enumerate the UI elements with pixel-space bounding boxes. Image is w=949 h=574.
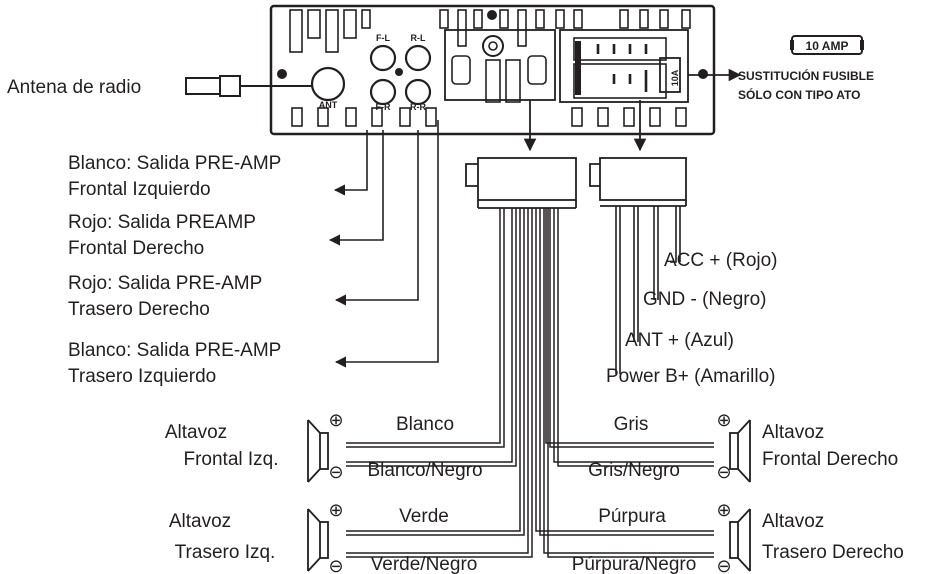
fuse-note-line1: SUSTITUCIÓN FUSIBLE [738, 68, 874, 83]
rca-output-1-line1: Blanco: Salida PRE-AMP [68, 153, 281, 174]
speaker-front-right-icon [729, 419, 751, 483]
bottom-vents [291, 107, 687, 127]
head-unit-rear-panel [269, 4, 716, 136]
speaker-rear-left-plus: ⊕ [328, 500, 343, 520]
rca-jack-rear-left [404, 44, 432, 72]
power-harness-connector [589, 157, 687, 207]
rca-output-1-line2: Frontal Izquierdo [68, 179, 211, 200]
wire-front-right-neg: Gris/Negro [588, 460, 680, 481]
speaker-rear-right-line2: Trasero Derecho [762, 542, 904, 563]
speaker-rear-right-minus: ⊖ [716, 556, 731, 574]
speaker-harness-connector [465, 157, 577, 209]
speaker-front-right-line2: Frontal Derecho [762, 449, 898, 470]
antenna-plug [185, 75, 312, 97]
antenna-label: Antena de radio [7, 77, 141, 98]
power-connector-socket [559, 29, 689, 103]
fuse [659, 57, 681, 93]
rca-output-4-line2: Trasero Izquierdo [68, 366, 216, 387]
rca-output-2-line1: Rojo: Salida PREAMP [68, 212, 256, 233]
speaker-front-left-minus: ⊖ [328, 462, 343, 482]
speaker-front-left-plus: ⊕ [328, 410, 343, 430]
wire-gnd: GND - (Negro) [643, 289, 767, 310]
label-rr: R-R [410, 102, 426, 112]
fuse-note-line2: SÓLO CON TIPO ATO [738, 87, 860, 102]
rca-output-3-line1: Rojo: Salida PRE-AMP [68, 273, 262, 294]
speaker-front-right-line1: Altavoz [762, 422, 824, 443]
wire-ant: ANT + (Azul) [625, 330, 734, 351]
wire-rear-right-pos: Púrpura [598, 506, 666, 527]
wire-rear-left-pos: Verde [399, 506, 449, 527]
speaker-front-left-line1: Altavoz [165, 422, 227, 443]
wire-front-left-neg: Blanco/Negro [367, 460, 482, 481]
speaker-rear-left-icon [307, 508, 329, 572]
speaker-front-right-plus: ⊕ [716, 410, 731, 430]
wire-front-right-pos: Gris [614, 414, 649, 435]
speaker-rear-right-line1: Altavoz [762, 511, 824, 532]
label-rl: R-L [411, 33, 426, 43]
speaker-rear-left-line1: Altavoz [169, 511, 231, 532]
antenna-jack [310, 66, 346, 102]
speaker-front-left-line2: Frontal Izq. [183, 449, 278, 470]
label-fl: F-L [376, 33, 390, 43]
top-vents [289, 9, 691, 53]
rca-jack-front-right [369, 78, 397, 106]
label-fr: F-R [376, 102, 391, 112]
power-wires [615, 206, 681, 374]
fuse-badge: 10 AMP [790, 35, 864, 55]
rca-jack-rear-right [404, 78, 432, 106]
speaker-front-left-icon [307, 419, 329, 483]
speaker-wires [346, 208, 714, 558]
wire-acc: ACC + (Rojo) [664, 250, 778, 271]
rca-output-2-line2: Frontal Derecho [68, 238, 204, 259]
speaker-rear-right-icon [729, 508, 751, 572]
rca-output-4-line1: Blanco: Salida PRE-AMP [68, 340, 281, 361]
wire-power: Power B+ (Amarillo) [606, 366, 775, 387]
label-fuse-rating: 10A [670, 69, 680, 86]
rca-output-3-line2: Trasero Derecho [68, 299, 210, 320]
wire-rear-right-neg: Púrpura/Negro [572, 554, 697, 574]
fuse-badge-text: 10 AMP [806, 39, 849, 53]
rca-jack-front-left [369, 44, 397, 72]
speaker-rear-right-plus: ⊕ [716, 500, 731, 520]
rca-leads [328, 120, 439, 368]
speaker-rear-left-minus: ⊖ [328, 556, 343, 574]
label-ant-jack: ANT [319, 100, 338, 110]
wire-rear-left-neg: Verde/Negro [371, 554, 478, 574]
speaker-rear-left-line2: Trasero Izq. [175, 542, 276, 563]
wire-front-left-pos: Blanco [396, 414, 454, 435]
speaker-front-right-minus: ⊖ [716, 462, 731, 482]
